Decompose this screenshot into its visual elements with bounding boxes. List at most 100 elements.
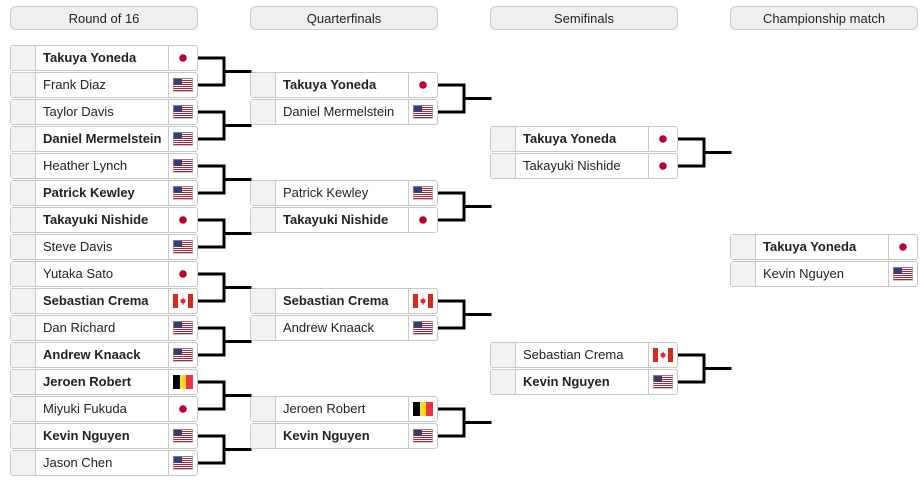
round-of-16-player-slot[interactable]: Andrew Knaack (10, 342, 198, 368)
connector-round-of-16-match-1 (196, 56, 252, 87)
japan-flag-icon (648, 127, 677, 151)
seed-cell (251, 424, 276, 448)
connector-round-of-16-match-6 (196, 326, 252, 357)
japan-flag-icon (408, 73, 437, 97)
connector-round-of-16-match-3 (196, 164, 252, 195)
player-name: Takayuki Nishide (283, 212, 389, 227)
usa-flag-icon (648, 370, 677, 394)
japan-flag-icon (888, 235, 917, 259)
connector-round-of-16-match-8 (196, 434, 252, 465)
player-name: Heather Lynch (43, 158, 128, 173)
player-name: Dan Richard (43, 320, 116, 335)
seed-cell (251, 397, 276, 421)
player-name: Takayuki Nishide (523, 158, 621, 173)
usa-flag-icon (168, 316, 197, 340)
japan-flag-icon (408, 208, 437, 232)
seed-cell (491, 370, 516, 394)
canada-flag-icon (648, 343, 677, 367)
player-name: Taylor Davis (43, 104, 114, 119)
championship-match-player-slot[interactable]: Kevin Nguyen (730, 261, 918, 287)
round-of-16-player-slot[interactable]: Frank Diaz (10, 72, 198, 98)
connector-quarterfinals-match-3 (436, 299, 492, 330)
seed-cell (11, 343, 36, 367)
japan-flag-icon (168, 397, 197, 421)
canada-flag-icon (168, 289, 197, 313)
semifinals-player-slot[interactable]: Kevin Nguyen (490, 369, 678, 395)
round-of-16-player-slot[interactable]: Yutaka Sato (10, 261, 198, 287)
quarterfinals-player-slot[interactable]: Takuya Yoneda (250, 72, 438, 98)
round-of-16-player-slot[interactable]: Jason Chen (10, 450, 198, 476)
player-name: Takuya Yoneda (763, 239, 857, 254)
japan-flag-icon (648, 154, 677, 178)
quarterfinals-player-slot[interactable]: Andrew Knaack (250, 315, 438, 341)
round-of-16-player-slot[interactable]: Takuya Yoneda (10, 45, 198, 71)
japan-flag-icon (168, 46, 197, 70)
connector-semifinals-match-2 (676, 353, 732, 384)
quarterfinals-player-slot[interactable]: Takayuki Nishide (250, 207, 438, 233)
quarterfinals-player-slot[interactable]: Sebastian Crema (250, 288, 438, 314)
usa-flag-icon (168, 73, 197, 97)
player-name: Jeroen Robert (283, 401, 366, 416)
round-of-16-player-slot[interactable]: Kevin Nguyen (10, 423, 198, 449)
header-championship-match: Championship match (730, 6, 918, 30)
round-of-16-player-slot[interactable]: Patrick Kewley (10, 180, 198, 206)
semifinals-player-slot[interactable]: Takuya Yoneda (490, 126, 678, 152)
canada-flag-icon (408, 289, 437, 313)
round-of-16-player-slot[interactable]: Jeroen Robert (10, 369, 198, 395)
seed-cell (11, 262, 36, 286)
connector-semifinals-match-1 (676, 137, 732, 168)
player-name: Sebastian Crema (523, 347, 624, 362)
seed-cell (491, 127, 516, 151)
player-name: Andrew Knaack (43, 347, 141, 362)
seed-cell (11, 127, 36, 151)
round-of-16-player-slot[interactable]: Miyuki Fukuda (10, 396, 198, 422)
seed-cell (731, 235, 756, 259)
seed-cell (491, 154, 516, 178)
round-of-16-player-slot[interactable]: Dan Richard (10, 315, 198, 341)
player-name: Steve Davis (43, 239, 113, 254)
player-name: Yutaka Sato (43, 266, 114, 281)
seed-cell (11, 208, 36, 232)
player-name: Patrick Kewley (283, 185, 369, 200)
connector-quarterfinals-match-1 (436, 83, 492, 114)
player-name: Kevin Nguyen (523, 374, 610, 389)
player-name: Daniel Mermelstein (283, 104, 395, 119)
round-of-16-player-slot[interactable]: Taylor Davis (10, 99, 198, 125)
header-round-of-16: Round of 16 (10, 6, 198, 30)
seed-cell (251, 289, 276, 313)
usa-flag-icon (888, 262, 917, 286)
player-name: Takuya Yoneda (43, 50, 137, 65)
semifinals-player-slot[interactable]: Takayuki Nishide (490, 153, 678, 179)
connector-round-of-16-match-7 (196, 380, 252, 411)
quarterfinals-player-slot[interactable]: Jeroen Robert (250, 396, 438, 422)
player-name: Miyuki Fukuda (43, 401, 127, 416)
round-of-16-player-slot[interactable]: Sebastian Crema (10, 288, 198, 314)
player-name: Kevin Nguyen (43, 428, 130, 443)
round-of-16-player-slot[interactable]: Heather Lynch (10, 153, 198, 179)
quarterfinals-player-slot[interactable]: Kevin Nguyen (250, 423, 438, 449)
connector-round-of-16-match-2 (196, 110, 252, 141)
seed-cell (11, 424, 36, 448)
usa-flag-icon (168, 154, 197, 178)
semifinals-player-slot[interactable]: Sebastian Crema (490, 342, 678, 368)
usa-flag-icon (408, 181, 437, 205)
round-of-16-player-slot[interactable]: Takayuki Nishide (10, 207, 198, 233)
seed-cell (11, 289, 36, 313)
player-name: Jeroen Robert (43, 374, 132, 389)
quarterfinals-player-slot[interactable]: Patrick Kewley (250, 180, 438, 206)
round-of-16-player-slot[interactable]: Daniel Mermelstein (10, 126, 198, 152)
player-name: Takuya Yoneda (523, 131, 617, 146)
player-name: Kevin Nguyen (283, 428, 370, 443)
japan-flag-icon (168, 262, 197, 286)
quarterfinals-player-slot[interactable]: Daniel Mermelstein (250, 99, 438, 125)
usa-flag-icon (408, 316, 437, 340)
usa-flag-icon (168, 181, 197, 205)
usa-flag-icon (168, 235, 197, 259)
usa-flag-icon (168, 100, 197, 124)
championship-match-player-slot[interactable]: Takuya Yoneda (730, 234, 918, 260)
japan-flag-icon (168, 208, 197, 232)
round-of-16-player-slot[interactable]: Steve Davis (10, 234, 198, 260)
player-name: Takuya Yoneda (283, 77, 377, 92)
seed-cell (11, 181, 36, 205)
